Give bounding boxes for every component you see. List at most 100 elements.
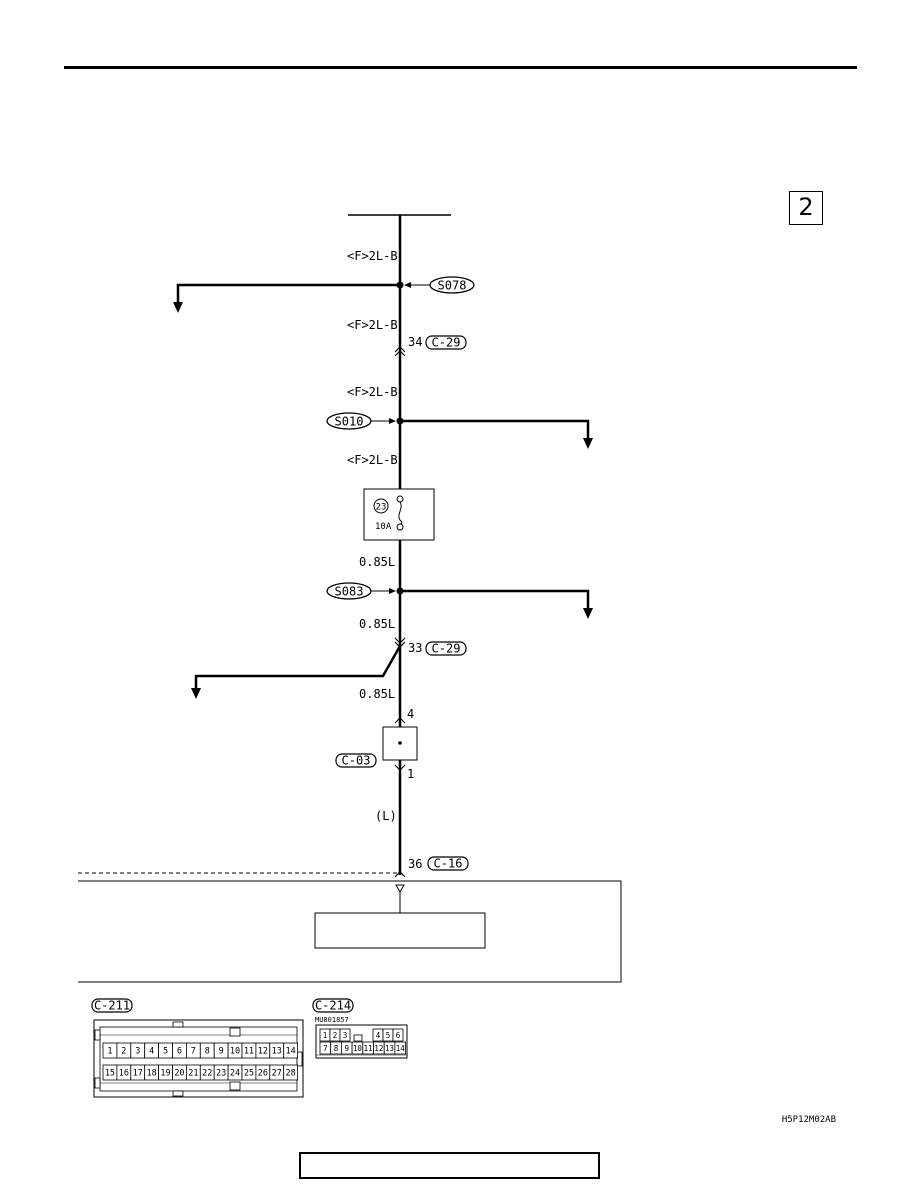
leader-arrow-icon [404,282,411,288]
pin-number: 3 [135,1047,140,1057]
pin-number: 8 [334,1044,339,1053]
wire-label: <F>2L-B [347,249,398,263]
pin-number: 21 [188,1069,198,1079]
branch-wire-right [400,589,590,614]
connector-id: C-29 [432,642,461,656]
fuse-terminal [396,523,404,531]
branch-arrow-icon [173,302,183,313]
pin-number: 11 [244,1047,254,1057]
pin-number: 6 [396,1031,401,1040]
pin-number: 12 [374,1044,383,1053]
page-number-box: 2 [789,191,823,225]
wire-label: <F>2L-B [347,385,398,399]
branch-wire-right [400,419,590,444]
splice-label: S083 [335,585,364,599]
connector-housing [93,1019,304,1098]
latch-tab [172,1021,184,1028]
pin-number: 8 [205,1047,210,1057]
connector-label-box [425,641,467,656]
connector-pin: 34 [408,335,422,349]
pin-cell [283,1064,299,1081]
pin-cell [394,1041,406,1055]
splice-label-oval [326,582,372,600]
pin-number: 2 [121,1047,126,1057]
connector-pin: 33 [408,641,422,655]
latch-tab [229,1081,241,1091]
pin-number: 19 [160,1069,170,1079]
wire-label: 0.85L [359,687,395,701]
wire-label: (L) [375,809,397,823]
connector-id: C-214 [315,999,351,1013]
figure-code: H5P12M02AB [782,1115,836,1125]
latch-tab [172,1090,184,1097]
pin-number: 4 [149,1047,154,1057]
connector-chevron-icon [394,346,406,353]
latch-tab [94,1077,101,1089]
connector-label-box [335,753,377,768]
fuse-terminal [396,495,404,503]
splice-label-oval [326,412,372,430]
connector-label-box [427,856,469,871]
pin-number: 9 [344,1044,349,1053]
pin-number: 17 [133,1069,143,1079]
connector-id: C-211 [94,999,130,1013]
pin-number: 16 [119,1069,129,1079]
splice-label-oval [429,276,475,294]
pin-cell [339,1028,351,1042]
pin-number: 28 [286,1069,296,1079]
pin-number: 26 [258,1069,268,1079]
connector-chevron-icon [394,350,406,357]
pin-number: 3 [343,1031,348,1040]
pin-number: 7 [323,1044,328,1053]
wire-label: 0.85L [359,555,395,569]
branch-wire-left [176,283,400,308]
pin-cell [392,1028,404,1042]
connector-chevron-icon [394,717,406,724]
wire-label: 0.85L [359,617,395,631]
connector-chevron-icon [394,637,406,644]
wire-label: <F>2L-B [347,318,398,332]
pin-number: 20 [174,1069,184,1079]
pin-number: 9 [219,1047,224,1057]
leader-arrow-icon [389,418,396,424]
fuse-rating: 10A [375,522,392,532]
terminal-triangle-icon [395,884,405,894]
connector-pin: 36 [408,857,422,871]
latch-tab [229,1027,241,1037]
pin-number: 23 [216,1069,226,1079]
splice-label: S010 [335,415,364,429]
wire-label: <F>2L-B [347,453,398,467]
internal-unit-box [314,912,486,949]
pin-number: 18 [147,1069,157,1079]
connector-label-box [312,998,354,1013]
pin-cell [283,1042,299,1059]
fuse-number-circle [373,498,389,514]
branch-arrow-icon [583,608,593,619]
leader-arrow-icon [389,588,396,594]
branch-arrow-icon [191,688,201,699]
connector-id: C-16 [434,857,463,871]
connector-chevron-icon [394,871,406,878]
pin-number: 14 [396,1044,406,1053]
latch-tab [94,1029,101,1041]
pin-number: 1 [107,1047,112,1057]
device-center-dot [398,741,402,745]
footer-box [299,1152,600,1179]
pin-number: 25 [244,1069,254,1079]
splice-label: S078 [438,279,467,293]
pin-number: 11 [364,1044,373,1053]
pin-number: 6 [177,1047,182,1057]
connector-label-box [425,335,467,350]
pin-number: 7 [191,1047,196,1057]
pin-number: 2 [333,1031,338,1040]
connector-label-box [91,998,133,1013]
pin-number: 13 [272,1047,282,1057]
pin-number: 5 [163,1047,168,1057]
header-rule [64,66,857,69]
pin-number: 22 [202,1069,212,1079]
pin-number: 10 [230,1047,240,1057]
